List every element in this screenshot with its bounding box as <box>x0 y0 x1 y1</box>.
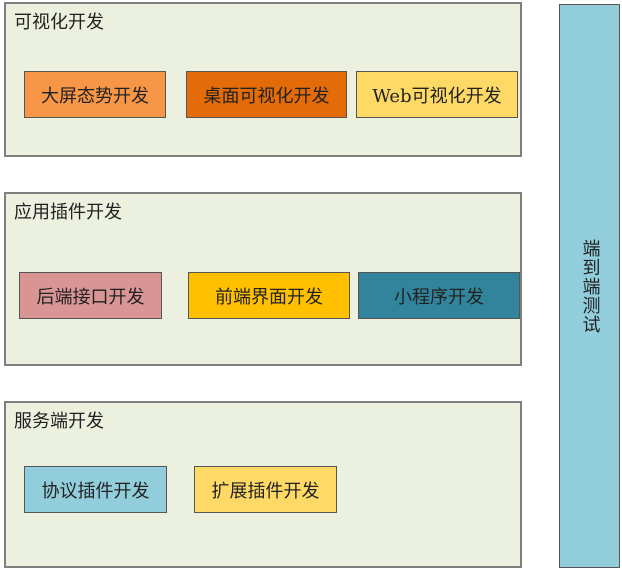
box-big-screen: 大屏态势开发 <box>24 71 166 118</box>
e2e-test-label: 端到端测试 <box>579 238 601 334</box>
box-mini-program: 小程序开发 <box>358 272 520 319</box>
group-title: 应用插件开发 <box>14 202 122 223</box>
group-title: 服务端开发 <box>14 411 104 432</box>
box-web-vis: Web可视化开发 <box>356 71 518 118</box>
box-backend-api: 后端接口开发 <box>19 272 162 319</box>
group-visualization: 可视化开发 大屏态势开发 桌面可视化开发 Web可视化开发 <box>4 2 522 157</box>
group-server: 服务端开发 协议插件开发 扩展插件开发 <box>4 401 522 568</box>
box-frontend-ui: 前端界面开发 <box>188 272 350 319</box>
group-app-plugin: 应用插件开发 后端接口开发 前端界面开发 小程序开发 <box>4 192 522 366</box>
e2e-test-bar: 端到端测试 <box>559 4 620 568</box>
group-title: 可视化开发 <box>14 12 104 33</box>
box-desktop-vis: 桌面可视化开发 <box>186 71 347 118</box>
box-extension-plugin: 扩展插件开发 <box>194 466 337 513</box>
box-protocol-plugin: 协议插件开发 <box>24 466 167 513</box>
